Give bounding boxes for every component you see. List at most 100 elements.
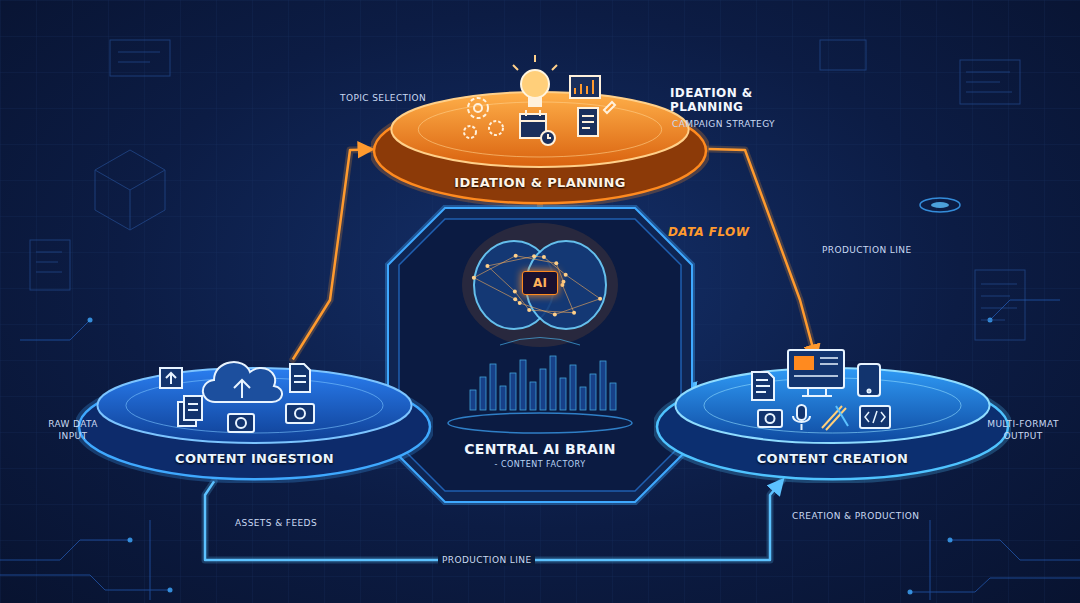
background-g-ellipse: [931, 202, 949, 208]
data-tower: [520, 360, 526, 410]
ideation-icons-path: [520, 110, 546, 121]
ideation-icons-path: [582, 116, 594, 128]
background-g-path: [0, 575, 170, 590]
background-g-circle: [168, 588, 173, 593]
brain-link: [474, 256, 516, 278]
stage-note: PRODUCTION LINE: [822, 244, 911, 256]
stage-note: RAW DATA INPUT: [40, 418, 106, 442]
brain-node: [598, 297, 602, 301]
hub-title: CENTRAL AI BRAIN: [385, 441, 695, 457]
data-tower: [510, 373, 516, 410]
edge-label-holder: PRODUCTION LINE: [438, 554, 535, 566]
data-tower: [600, 361, 606, 410]
background-g-path: [910, 578, 1080, 592]
label-holder: ASSETS & FEEDS: [235, 517, 317, 529]
data-tower: [530, 382, 536, 410]
brain-node: [532, 254, 536, 258]
brain-node: [518, 301, 522, 305]
background-g-path: [95, 170, 165, 230]
data-tower: [580, 387, 586, 410]
label-holder: MULTI-FORMAT OUTPUT: [978, 418, 1068, 442]
data-tower: [560, 378, 566, 410]
brain-node: [513, 289, 517, 293]
brain-node: [513, 297, 517, 301]
background-g-rect: [960, 60, 1020, 104]
disc-label: IDEATION & PLANNING: [371, 175, 709, 190]
disc-label: CONTENT INGESTION: [76, 451, 433, 466]
background-g-path: [930, 520, 931, 600]
creation-icons-path: [836, 406, 848, 426]
hub-frame: [388, 208, 692, 502]
brain-link: [520, 303, 555, 315]
ideation-icons-path: [604, 102, 615, 113]
creation-icons-path: [794, 358, 838, 376]
creation-icons-rect: [860, 406, 890, 428]
ideation-icons-circle: [489, 121, 503, 135]
ingestion-icons-circle: [295, 409, 305, 419]
brain-glow: [462, 223, 618, 347]
section-heading: IDEATION & PLANNING: [670, 86, 770, 114]
ideation-icons-path: [513, 55, 557, 70]
brain-node: [572, 311, 576, 315]
brain-link: [516, 256, 557, 264]
ai-chip: AI: [522, 271, 558, 295]
background-g-path: [950, 540, 1080, 560]
background-g-rect: [975, 270, 1025, 340]
ideation-icons-circle: [464, 126, 476, 138]
hub-glow: [387, 207, 693, 503]
ingestion-icons-rect: [184, 396, 202, 420]
brain-node: [561, 280, 565, 284]
brain-node: [542, 255, 546, 259]
background-g-path: [118, 52, 160, 62]
ingestion-icons-path: [203, 362, 282, 402]
background-g-path: [981, 284, 1017, 320]
background-g-path: [966, 72, 1012, 92]
background-g-circle: [908, 590, 913, 595]
ingestion-icons-path: [234, 380, 250, 398]
brain-node: [553, 313, 557, 317]
creation-icons-rect: [788, 350, 844, 388]
label-holder: PRODUCTION LINE: [822, 244, 911, 256]
brain-link: [474, 278, 515, 300]
label-holder: IDEATION & PLANNING: [670, 86, 770, 114]
label-holder: CREATION & PRODUCTION: [792, 510, 919, 522]
ideation-icons-rect: [578, 108, 598, 136]
edge-label: PRODUCTION LINE: [438, 554, 535, 566]
creation-icons-path: [756, 380, 770, 392]
flow-connector: [293, 149, 372, 359]
background-g-path: [20, 320, 90, 340]
hub-subtitle: - CONTENT FACTORY: [385, 460, 695, 469]
data-tower: [480, 377, 486, 410]
ingestion-icons-circle: [236, 418, 246, 428]
creation-icons-circle: [868, 390, 871, 393]
flow-label: DATA FLOW: [668, 226, 749, 238]
data-tower: [490, 364, 496, 410]
brain-node: [527, 308, 531, 312]
creation-icons-circle: [766, 414, 775, 423]
ideation-icons: [464, 55, 615, 145]
background-g: [30, 40, 1025, 340]
ideation-icons-rect: [570, 76, 600, 98]
label-holder: TOPIC SELECTION: [340, 92, 426, 104]
stage-note: CREATION & PRODUCTION: [792, 510, 919, 522]
stage-note: ASSETS & FEEDS: [235, 517, 317, 529]
ingestion-icons-path: [294, 376, 306, 382]
label-holder: RAW DATA INPUT: [40, 418, 106, 442]
disc-face: [391, 92, 688, 167]
background-g-circle: [88, 318, 93, 323]
brain-link: [555, 299, 600, 315]
creation-icons-rect: [797, 405, 806, 420]
background-g-path: [36, 252, 62, 272]
edge-glow: [709, 149, 816, 358]
data-tower: [590, 374, 596, 410]
brain-node: [554, 261, 558, 265]
ai-hub: CENTRAL AI BRAIN - CONTENT FACTORY AI: [385, 205, 695, 505]
ingestion-icons-rect: [228, 414, 254, 432]
stage-note: MULTI-FORMAT OUTPUT: [978, 418, 1068, 442]
creation-icons-rect: [858, 364, 880, 396]
ideation-icons-path: [575, 80, 593, 94]
ingestion-icons-path: [188, 404, 198, 410]
creation-icons-path: [793, 416, 810, 430]
creation-icons-path: [865, 411, 885, 423]
